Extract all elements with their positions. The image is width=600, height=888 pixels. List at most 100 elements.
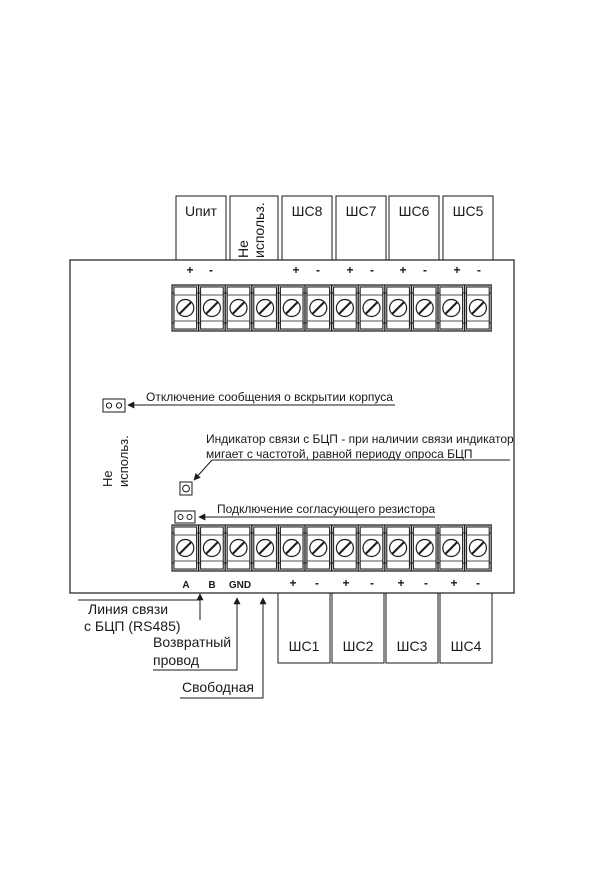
return-label-line2: провод (153, 652, 199, 668)
label-box-shs4 (439, 592, 493, 664)
svg-text:-: - (315, 576, 319, 590)
top-block-terminal-4 (253, 286, 277, 330)
bottom-block-screw-slot-12 (471, 541, 485, 555)
indicator-arrow (193, 459, 213, 481)
top-block-screw-slot-6 (311, 301, 326, 315)
label-box-shs2 (331, 592, 385, 664)
svg-text:+: + (450, 576, 457, 590)
svg-text:+: + (399, 263, 406, 277)
label-shs8: ШС8 (292, 203, 323, 219)
link-label-line2: с БЦП (RS485) (84, 618, 181, 634)
bottom-label-boxes (277, 592, 493, 664)
label-box-shs3 (385, 592, 439, 664)
top-block-screw-slot-7 (338, 301, 352, 315)
bottom-block-terminal-9 (386, 526, 410, 570)
resistor-note: Подключение согласующего резистора (217, 502, 436, 516)
svg-text:-: - (477, 263, 481, 277)
bottom-block-screw-slot-6 (311, 541, 326, 555)
label-shs6: ШС6 (399, 203, 430, 219)
svg-text:Не: Не (100, 470, 115, 487)
bottom-block-screw-slot-8 (364, 541, 379, 555)
top-block-screw-slot-2 (205, 301, 219, 315)
bottom-block-screw-slot-1 (178, 541, 193, 555)
top-block-terminal-3 (226, 286, 251, 330)
pin-a: A (182, 580, 189, 591)
top-terminal-block (171, 284, 492, 332)
bottom-block-screw-slot-11 (444, 541, 459, 555)
top-block-screw-slot-3 (231, 301, 246, 315)
top-block-screw-slot-8 (364, 301, 379, 315)
resistor-jumper (174, 510, 196, 524)
svg-text:-: - (370, 576, 374, 590)
bottom-block-screw-slot-9 (391, 541, 405, 555)
bottom-block-terminal-6 (306, 526, 331, 570)
indicator-note-line1: Индикатор связи с БЦП - при наличии связ… (206, 432, 514, 446)
return-label-line1: Возвратный (153, 634, 231, 650)
bottom-block-terminal-4 (253, 526, 277, 570)
top-block-screw-slot-10 (417, 301, 432, 315)
label-shs5: ШС5 (453, 203, 484, 219)
bottom-terminal-block (171, 524, 492, 572)
bottom-polarity-signs: + - + - + - + - (289, 576, 480, 590)
svg-text:+: + (342, 576, 349, 590)
top-block-terminal-6 (306, 286, 331, 330)
svg-text:-: - (316, 263, 320, 277)
label-power: Uпит (185, 203, 218, 219)
bottom-block-terminal-2 (200, 526, 224, 570)
bottom-block-terminal-7 (333, 526, 357, 570)
bottom-block-terminal-1 (173, 526, 198, 570)
svg-text:+: + (292, 263, 299, 277)
svg-text:-: - (370, 263, 374, 277)
pin-b: B (208, 580, 215, 591)
top-block-terminal-11 (439, 286, 464, 330)
indicator-led (179, 481, 193, 496)
svg-text:использ.: использ. (116, 435, 131, 487)
top-block-screw-slot-12 (471, 301, 485, 315)
free-leader (180, 597, 267, 699)
top-label-boxes (175, 195, 494, 261)
svg-text:использ.: использ. (251, 202, 267, 258)
label-shs3: ШС3 (397, 638, 428, 654)
bottom-block-terminal-11 (439, 526, 464, 570)
svg-text:-: - (424, 576, 428, 590)
top-block-terminal-8 (359, 286, 384, 330)
tamper-jumper (102, 398, 126, 413)
top-block-terminal-2 (200, 286, 224, 330)
svg-text:Не: Не (235, 240, 251, 258)
label-unused-top: Не использ. (235, 202, 267, 258)
bottom-block-screw-slot-4 (258, 541, 272, 555)
top-block-terminal-12 (466, 286, 490, 330)
bottom-block-terminal-12 (466, 526, 490, 570)
bottom-block-screw-slot-5 (284, 541, 299, 555)
svg-text:-: - (209, 263, 213, 277)
top-block-terminal-9 (386, 286, 410, 330)
top-polarity-signs: + - + - + - + - + - (186, 263, 481, 277)
tamper-note: Отключение сообщения о вскрытии корпуса (146, 390, 393, 404)
top-block-terminal-7 (333, 286, 357, 330)
indicator-note-line2: мигает с частотой, равной периоду опроса… (206, 447, 473, 461)
bottom-block-screw-slot-3 (231, 541, 246, 555)
top-block-screw-slot-9 (391, 301, 405, 315)
label-box-shs1 (277, 592, 331, 664)
top-block-screw-slot-4 (258, 301, 272, 315)
svg-text:+: + (453, 263, 460, 277)
label-shs4: ШС4 (451, 638, 482, 654)
top-block-screw-slot-5 (284, 301, 299, 315)
left-leader-lines (78, 593, 267, 699)
bottom-block-terminal-5 (279, 526, 304, 570)
top-block-terminal-1 (173, 286, 198, 330)
pin-gnd: GND (229, 580, 251, 591)
svg-text:+: + (289, 576, 296, 590)
bottom-block-screw-slot-7 (338, 541, 352, 555)
bottom-block-terminal-10 (412, 526, 437, 570)
svg-text:+: + (397, 576, 404, 590)
label-shs2: ШС2 (343, 638, 374, 654)
top-block-screw-slot-1 (178, 301, 193, 315)
bottom-block-terminal-8 (359, 526, 384, 570)
bottom-block-terminal-3 (226, 526, 251, 570)
link-label-line1: Линия связи (88, 601, 168, 617)
top-block-terminal-5 (279, 286, 304, 330)
label-shs1: ШС1 (289, 638, 320, 654)
top-block-screw-slot-11 (444, 301, 459, 315)
